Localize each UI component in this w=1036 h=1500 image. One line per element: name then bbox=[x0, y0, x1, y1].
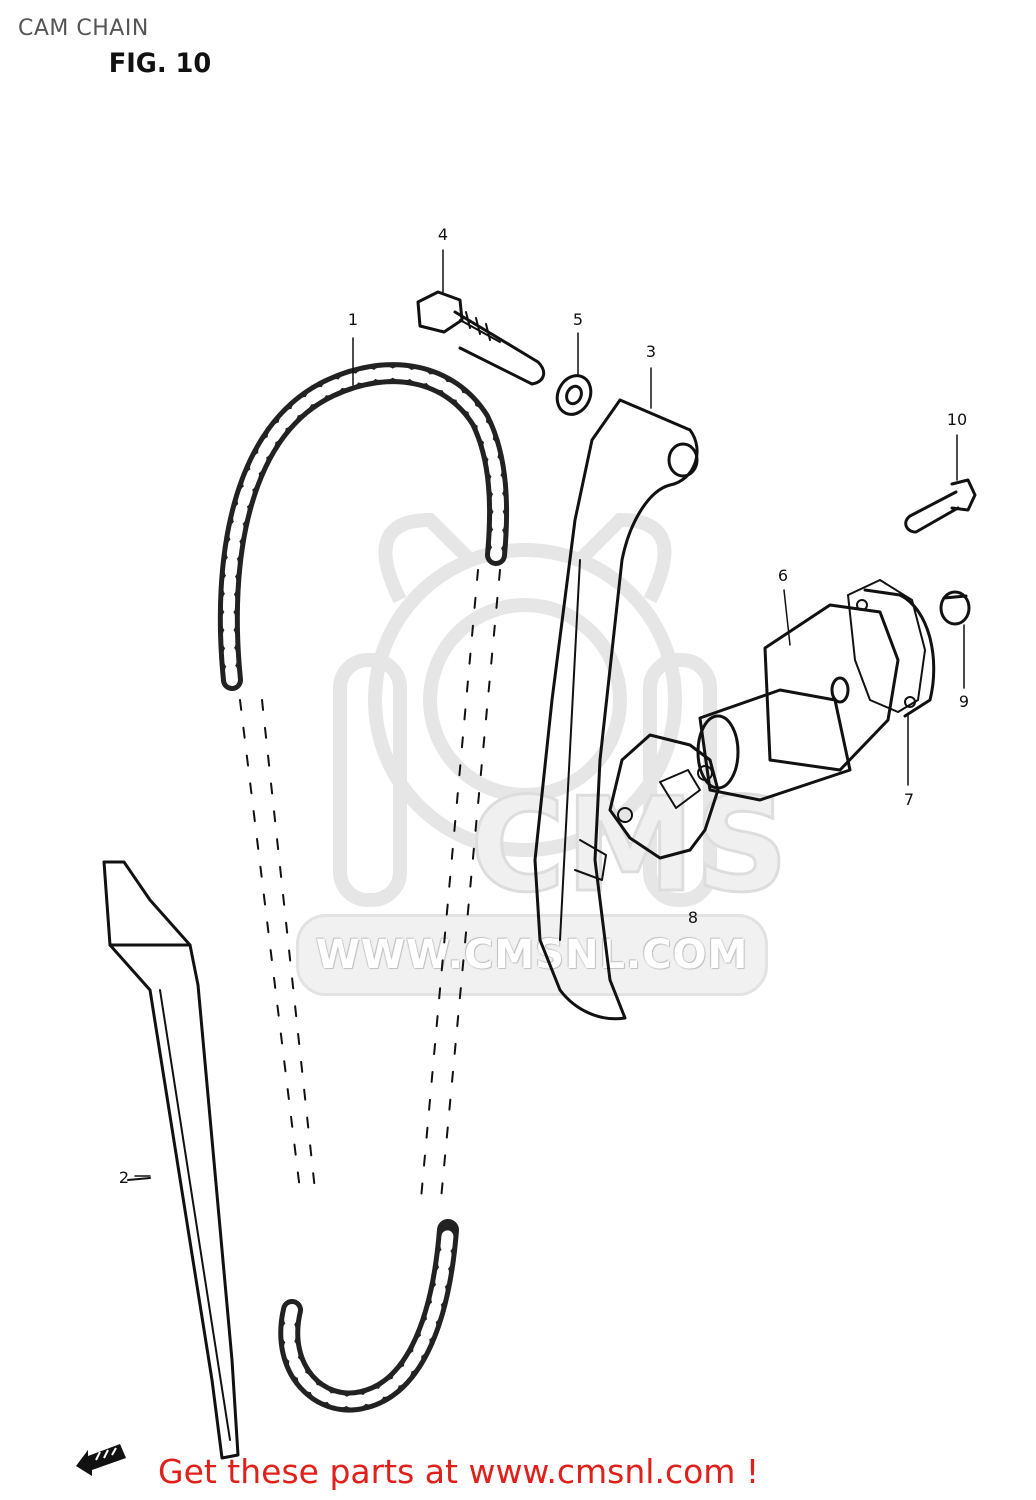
fwd-arrow-icon bbox=[76, 1444, 126, 1476]
callout-5: 5 bbox=[572, 310, 584, 329]
callout-3: 3 bbox=[645, 342, 657, 361]
part-9-cap bbox=[939, 590, 971, 626]
footer-parts-link[interactable]: Get these parts at www.cmsnl.com ! bbox=[158, 1452, 760, 1491]
part-2-chain-guide bbox=[102, 860, 240, 1460]
part-8-gasket bbox=[608, 733, 720, 860]
callout-1: 1 bbox=[347, 310, 359, 329]
leader-lines bbox=[134, 249, 965, 1177]
part-5-washer bbox=[555, 374, 593, 416]
part-10-bolt bbox=[904, 478, 977, 534]
page-heading: CAM CHAIN bbox=[18, 16, 149, 41]
callout-9: 9 bbox=[958, 692, 970, 711]
callout-6: 6 bbox=[777, 566, 789, 585]
part-7-gasket bbox=[847, 579, 926, 713]
callout-7: 7 bbox=[903, 790, 915, 809]
part-3-tensioner-arm bbox=[533, 398, 699, 1021]
callout-4: 4 bbox=[437, 225, 449, 244]
callout-8: 8 bbox=[687, 908, 699, 927]
callout-10: 10 bbox=[946, 410, 968, 429]
figure-label: FIG. 10 bbox=[108, 48, 212, 79]
watermark-url: WWW.CMSNL.COM bbox=[296, 914, 768, 996]
part-4-bolt bbox=[416, 290, 546, 386]
part-6-tensioner bbox=[696, 588, 936, 802]
callout-2: 2 bbox=[118, 1168, 130, 1187]
part-1-cam-chain bbox=[217, 362, 510, 1413]
